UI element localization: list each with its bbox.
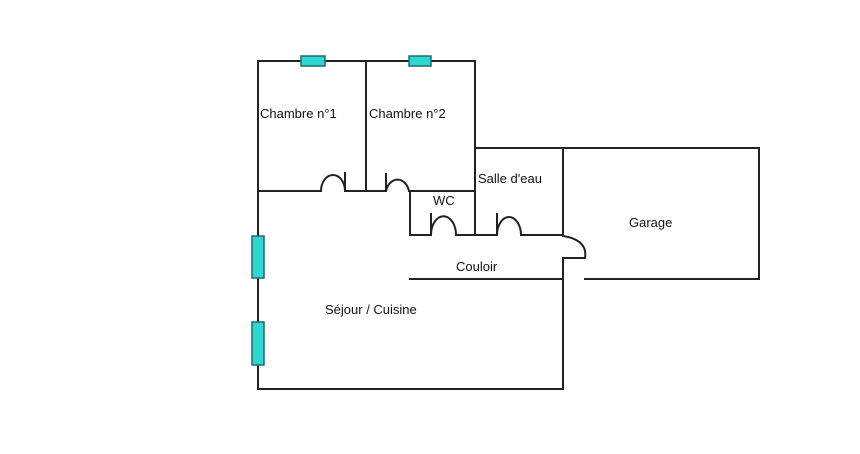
window-sejour-top <box>251 235 265 279</box>
garage-walls <box>562 147 760 280</box>
label-wc: WC <box>433 193 455 208</box>
window-chambre1 <box>300 55 326 67</box>
label-salle-eau: Salle d'eau <box>478 171 542 186</box>
window-chambre2 <box>408 55 432 67</box>
door-chambre1 <box>320 174 346 192</box>
label-chambre1: Chambre n°1 <box>260 106 337 121</box>
label-chambre2: Chambre n°2 <box>369 106 446 121</box>
door-chambre2 <box>385 178 410 192</box>
living-walls <box>257 257 564 390</box>
window-sejour-bottom <box>251 321 265 366</box>
door-salle-eau <box>496 216 522 236</box>
doors <box>320 172 587 259</box>
door-garage <box>562 235 587 259</box>
door-wc <box>430 215 457 236</box>
label-garage: Garage <box>629 215 672 230</box>
label-sejour: Séjour / Cuisine <box>325 302 417 317</box>
windows <box>251 55 432 366</box>
bathroom-walls <box>409 147 564 237</box>
label-couloir: Couloir <box>456 259 498 274</box>
